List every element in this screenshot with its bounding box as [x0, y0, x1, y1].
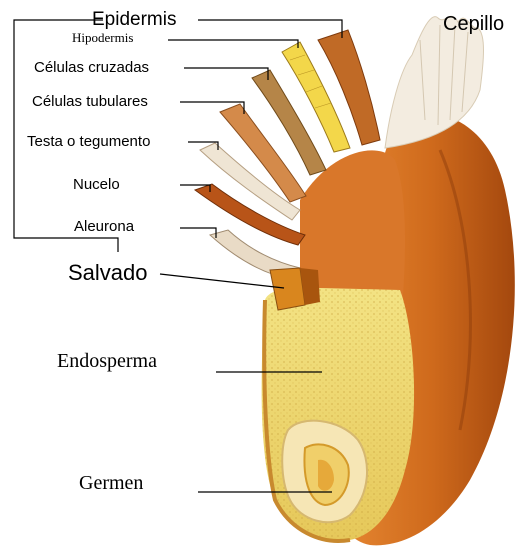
label-endosperma: Endosperma — [57, 351, 157, 371]
label-nucelo: Nucelo — [73, 177, 120, 192]
label-salvado: Salvado — [68, 262, 148, 284]
label-testa: Testa o tegumento — [27, 134, 150, 149]
label-cepillo: Cepillo — [443, 14, 504, 34]
label-aleurona: Aleurona — [74, 219, 134, 234]
label-hipodermis: Hipodermis — [72, 31, 133, 44]
label-celulas-tubulares: Células tubulares — [32, 94, 148, 109]
label-epidermis: Epidermis — [92, 10, 176, 29]
label-celulas-cruzadas: Células cruzadas — [34, 60, 149, 75]
label-germen: Germen — [79, 473, 143, 493]
